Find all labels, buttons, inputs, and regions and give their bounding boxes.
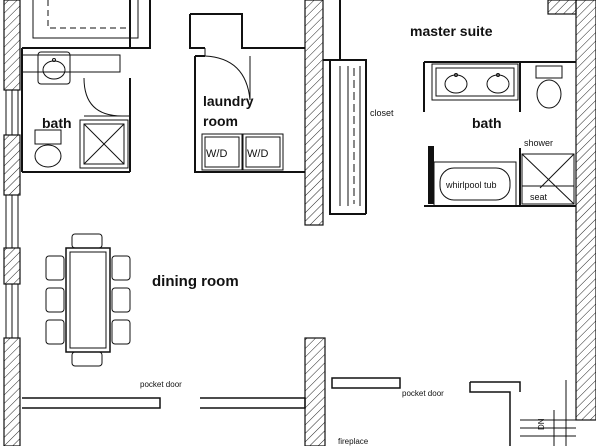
pocket-door-left-label: pocket door — [140, 380, 182, 389]
master-suite-label: master suite — [410, 23, 493, 39]
bottom-walls — [22, 397, 306, 409]
stairs — [520, 380, 576, 446]
left-exterior-wall-top — [3, 0, 21, 91]
master-bath-toilet-icon — [535, 65, 563, 109]
seat-label: seat — [530, 192, 548, 202]
whirlpool-tub: whirlpool tub — [428, 146, 517, 207]
washer-dryer-1-label: W/D — [206, 148, 227, 160]
dining-chairs — [45, 233, 131, 367]
left-bath-toilet-icon — [34, 129, 62, 168]
left-bath-walls — [21, 0, 151, 173]
left-bath-door — [83, 77, 130, 117]
stairs-down-label: DN — [537, 418, 546, 430]
right-exterior-wall — [575, 0, 596, 421]
laundry-label-line1: laundry — [203, 93, 254, 109]
closet-label: closet — [370, 108, 394, 118]
whirlpool-tub-label: whirlpool tub — [445, 180, 497, 190]
center-wall-lower — [304, 337, 326, 446]
shower-label: shower — [524, 138, 553, 148]
left-exterior-wall-mid — [3, 134, 21, 196]
laundry-label-line2: room — [203, 113, 238, 129]
pocket-door-right — [331, 377, 521, 446]
dining-table — [65, 247, 111, 353]
fireplace-label: fireplace — [338, 437, 369, 446]
washer-dryer-2: W/D — [242, 133, 284, 171]
left-bath-dashed-line — [47, 0, 126, 29]
dining-room-label: dining room — [152, 273, 239, 290]
laundry-walls — [189, 13, 305, 173]
left-bath-inner-counter — [22, 0, 139, 73]
left-windows — [5, 90, 19, 338]
left-bath-shower-icon — [79, 119, 129, 169]
center-wall-upper — [304, 0, 324, 226]
right-wall-stub — [547, 0, 577, 15]
master-bath-label: bath — [472, 115, 502, 131]
closet-shelving — [339, 66, 361, 206]
left-exterior-wall-low — [3, 247, 21, 285]
left-exterior-wall-bottom — [3, 337, 21, 446]
washer-dryer-1: W/D — [201, 133, 243, 171]
washer-dryer-2-label: W/D — [247, 148, 268, 160]
master-closet-walls — [323, 0, 367, 215]
master-bath-vanity — [431, 63, 519, 101]
pocket-door-right-label: pocket door — [402, 389, 444, 398]
left-bath-label: bath — [42, 115, 72, 131]
left-bath-sink-icon — [37, 51, 71, 85]
master-shower-icon — [521, 153, 575, 205]
laundry-door — [204, 48, 251, 101]
